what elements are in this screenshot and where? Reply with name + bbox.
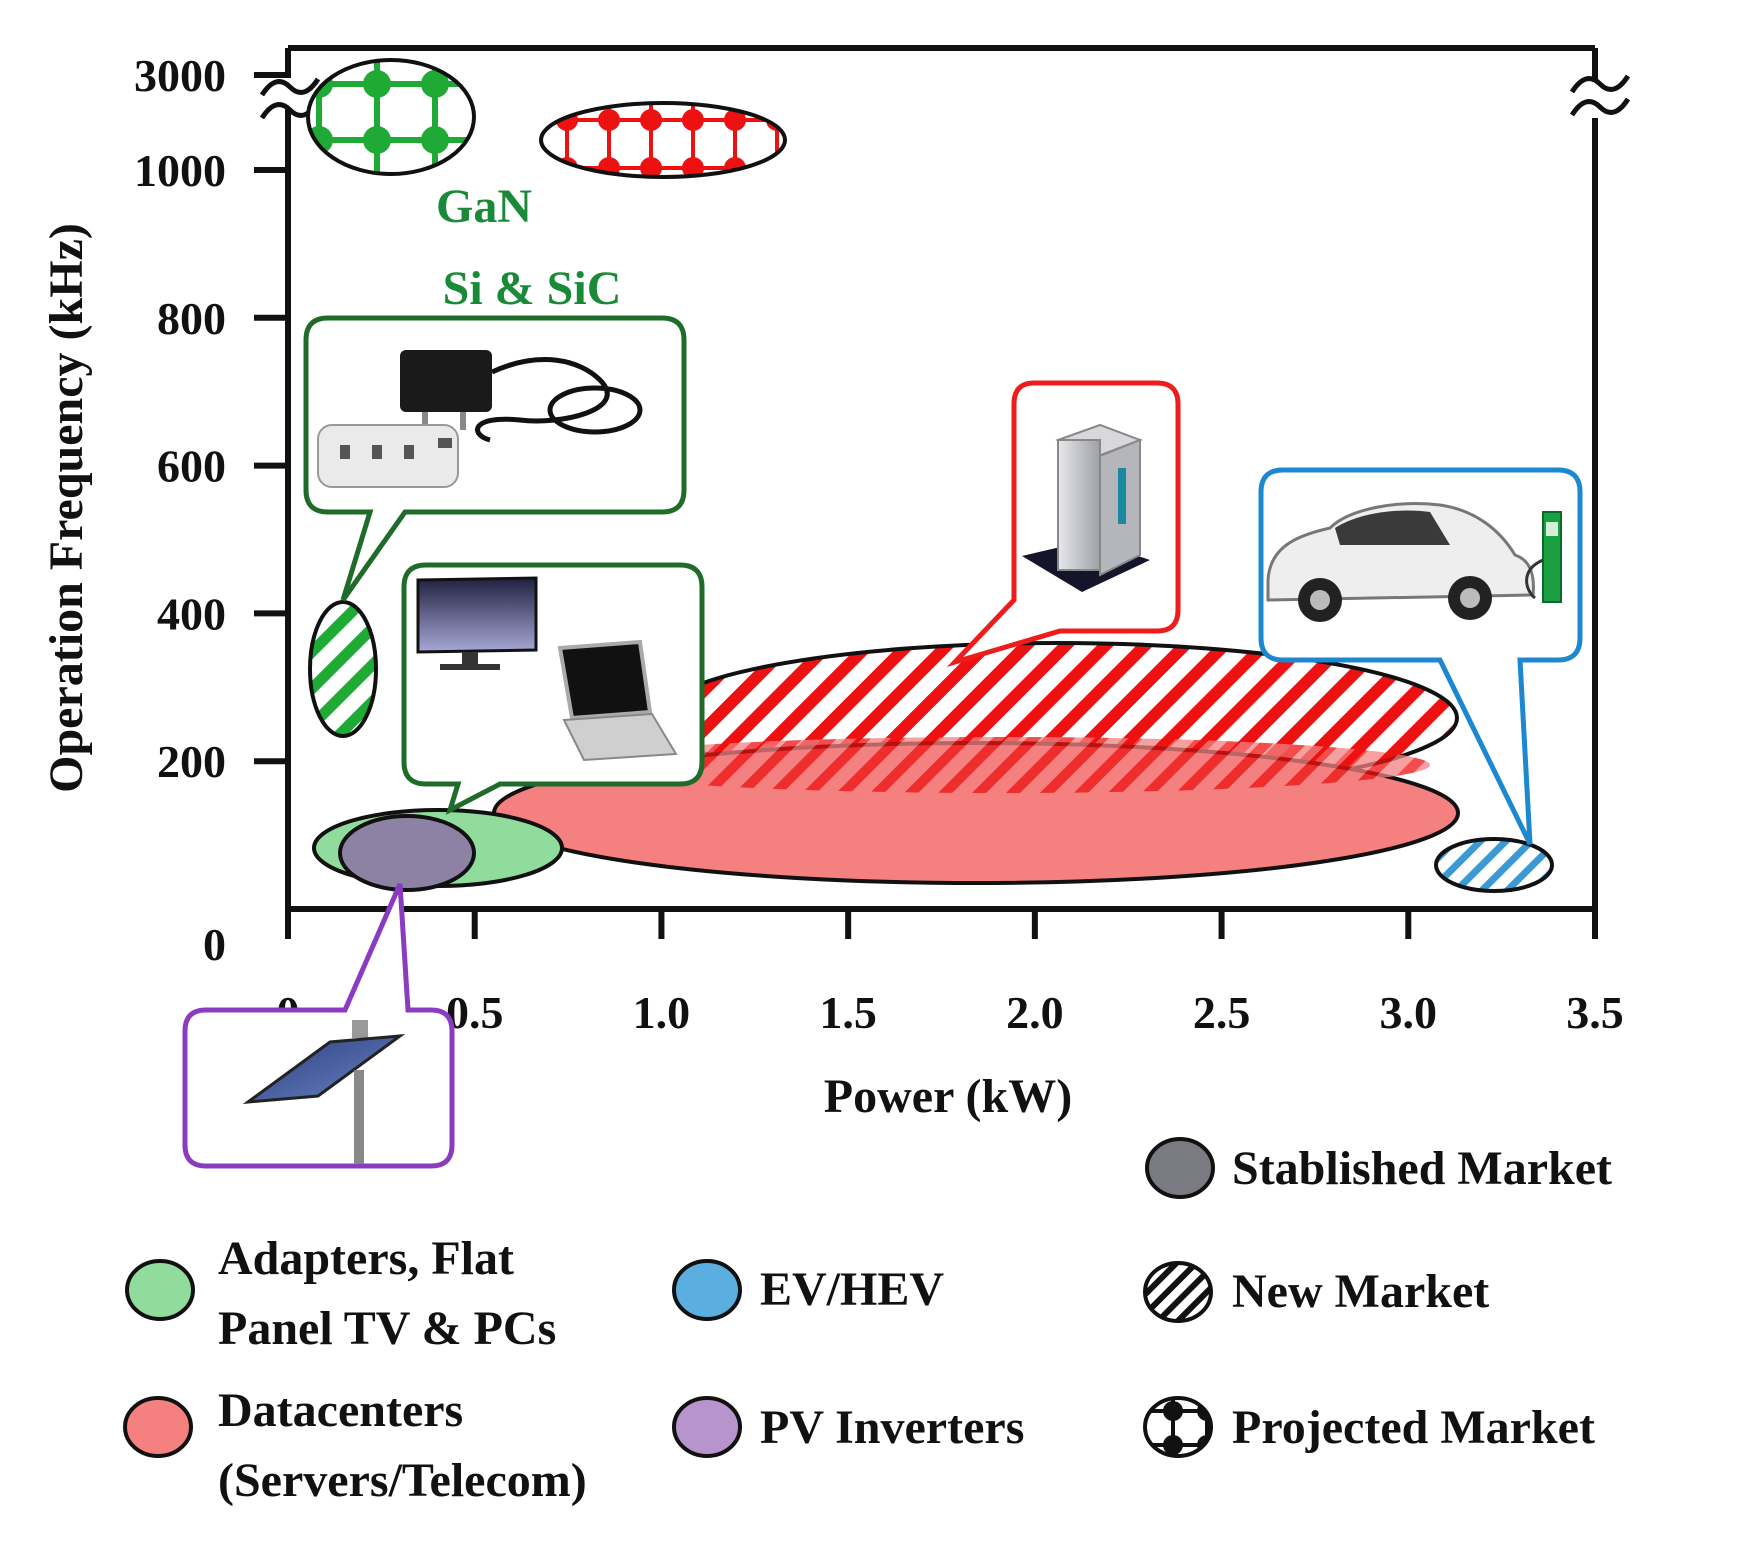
legend-label-pv-inverters: PV Inverters	[760, 1401, 1024, 1454]
y-tick-label: 1000	[134, 145, 226, 196]
gan-label: GaN	[436, 180, 532, 233]
region-datacenters-projected-market	[539, 101, 787, 179]
legend-swatch-projected-market	[1143, 1396, 1213, 1458]
x-tick-label: 2.0	[1006, 987, 1064, 1038]
market-regions	[306, 58, 1554, 893]
callout-ev	[1258, 467, 1583, 846]
x-tick-label: 0.5	[446, 987, 504, 1038]
callout-tv-pc	[401, 562, 705, 815]
server-icon	[1022, 423, 1150, 592]
y-tick-label: 3000	[134, 50, 226, 101]
y-axis-ticks: 0 200 400 600 800 1000 3000	[134, 50, 288, 970]
y-axis-break-right	[1569, 74, 1631, 117]
callout-pv-bubble	[182, 882, 455, 1169]
x-tick-label: 2.5	[1193, 987, 1251, 1038]
y-tick-label: 400	[157, 588, 226, 639]
legend-swatch-new-market	[1143, 1261, 1213, 1323]
legend-swatch-ev-hev	[672, 1259, 742, 1321]
y-tick-label: 600	[157, 441, 226, 492]
x-tick-label: 3.5	[1566, 987, 1624, 1038]
legend-label-datacenters-line1: Datacenters	[218, 1384, 463, 1437]
legend-swatch-datacenters	[123, 1396, 193, 1458]
plot-frame	[259, 45, 1631, 912]
region-adapters-new-market	[308, 600, 378, 738]
region-adapters-projected-market	[306, 58, 476, 176]
legend: Adapters, Flat Panel TV & PCs Datacenter…	[123, 1137, 1612, 1507]
callout-adapters	[303, 315, 687, 602]
y-tick-label: 200	[157, 736, 226, 787]
monitor-icon	[416, 576, 538, 670]
power-strip-icon	[317, 424, 459, 488]
legend-label-adapters-line1: Adapters, Flat	[218, 1232, 514, 1285]
x-axis-title: Power (kW)	[824, 1070, 1072, 1123]
region-datacenters-overlap	[570, 737, 1430, 793]
solar-panel-icon	[242, 1020, 406, 1164]
legend-label-datacenters-line2: (Servers/Telecom)	[218, 1454, 587, 1507]
y-tick-label: 0	[203, 919, 226, 970]
callout-pv	[182, 882, 455, 1169]
power-adapter-icon	[400, 350, 643, 443]
legend-label-established-market: Stablished Market	[1232, 1142, 1612, 1195]
electric-car-icon	[1266, 502, 1535, 622]
legend-label-adapters-line2: Panel TV & PCs	[218, 1302, 556, 1355]
region-ev-hev-new-market	[1434, 837, 1554, 893]
callout-datacenters	[946, 380, 1181, 668]
y-axis-title: Operation Frequency (kHz)	[40, 223, 93, 793]
region-pv-inverters-established-market	[338, 814, 476, 892]
legend-label-projected-market: Projected Market	[1232, 1401, 1595, 1454]
legend-swatch-adapters	[125, 1259, 195, 1321]
legend-swatch-pv-inverters	[672, 1396, 742, 1458]
legend-label-ev-hev: EV/HEV	[760, 1263, 944, 1316]
x-axis-ticks: 00.51.01.52.02.53.03.5	[277, 909, 1624, 1038]
si-sic-label: Si & SiC	[443, 262, 622, 315]
y-tick-label: 800	[157, 293, 226, 344]
legend-label-new-market: New Market	[1232, 1265, 1489, 1318]
charging-station-icon	[1525, 511, 1562, 603]
laptop-icon	[557, 639, 678, 762]
legend-swatch-established-market	[1145, 1137, 1215, 1199]
x-tick-label: 1.5	[819, 987, 877, 1038]
x-tick-label: 3.0	[1380, 987, 1438, 1038]
x-tick-label: 1.0	[633, 987, 691, 1038]
